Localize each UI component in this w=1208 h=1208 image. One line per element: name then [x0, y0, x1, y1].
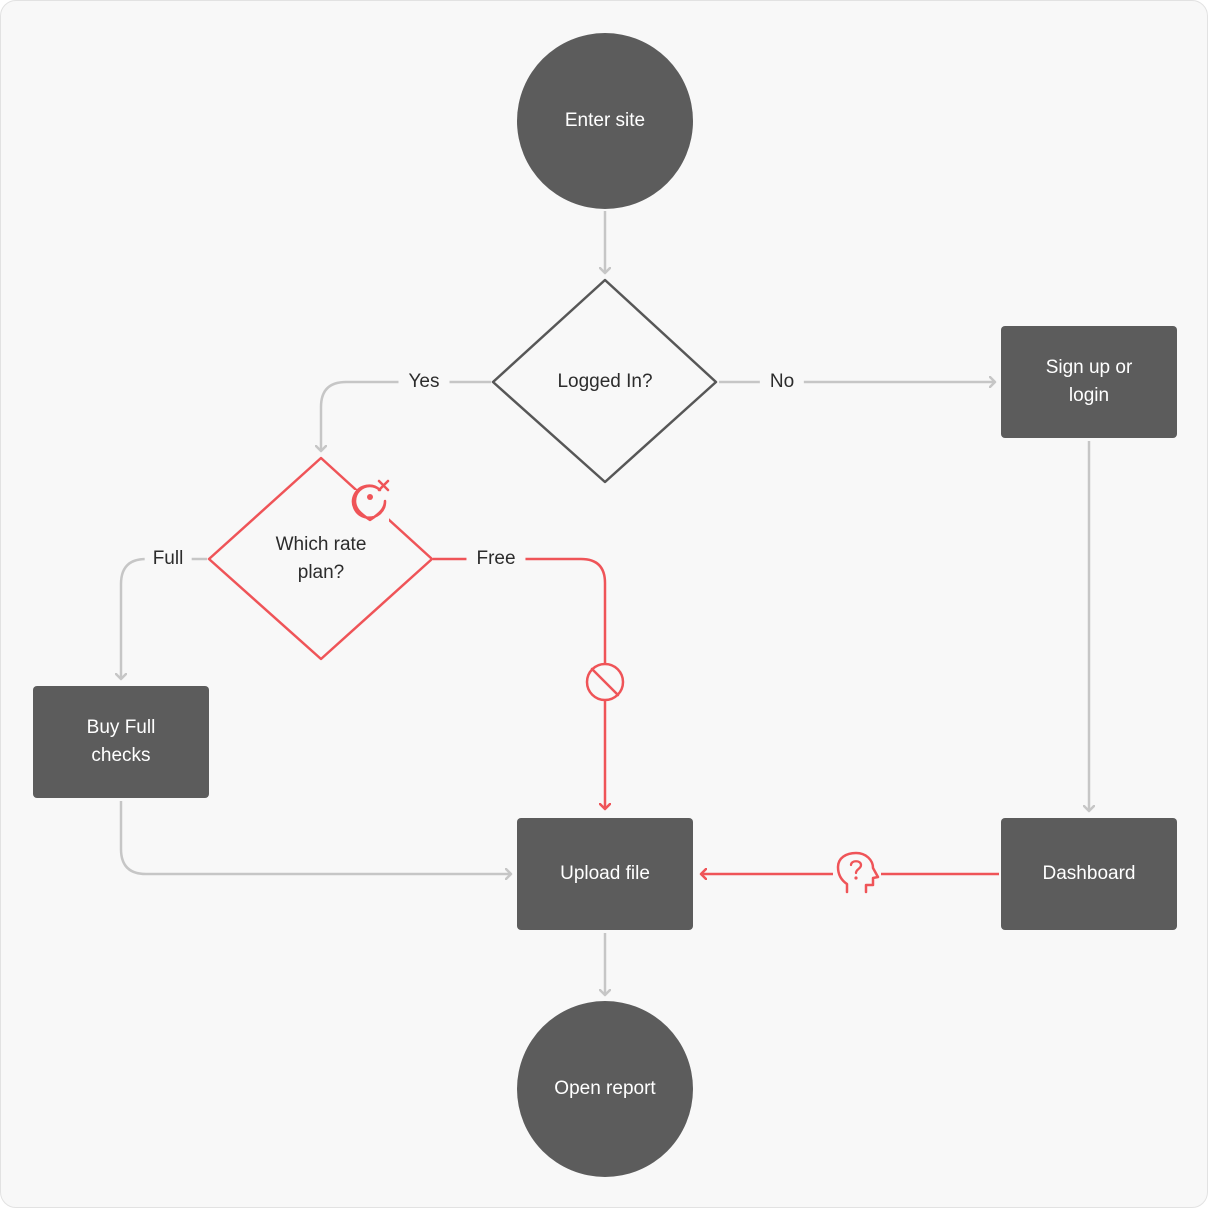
- prohibited-icon: [585, 662, 625, 702]
- edge-rate-full: [121, 557, 207, 679]
- upload-file-label: Upload file: [560, 863, 650, 884]
- open-report-label: Open report: [554, 1078, 656, 1099]
- edge-logged-in-yes: [321, 380, 491, 451]
- edge-label-no: No: [759, 370, 805, 394]
- edge-label-free: Free: [466, 547, 526, 571]
- enter-site-label: Enter site: [564, 110, 646, 131]
- dashboard-node: Dashboard: [1001, 818, 1177, 930]
- rate-plan-label: Which rate plan?: [275, 534, 367, 583]
- dashboard-label: Dashboard: [1042, 863, 1136, 884]
- logged-in-diamond: [491, 278, 718, 484]
- location-x-icon: [351, 479, 390, 522]
- edge-label-yes: Yes: [398, 370, 450, 394]
- edge-buyfull-to-upload: [119, 801, 511, 874]
- sign-up-label: Sign up or login: [1045, 357, 1133, 406]
- enter-site-node: Enter site: [517, 33, 693, 209]
- buy-full-label: Buy Full checks: [86, 717, 156, 766]
- head-question-icon: [833, 851, 881, 895]
- upload-file-node: Upload file: [517, 818, 693, 930]
- buy-full-node: Buy Full checks: [33, 686, 209, 798]
- edge-rate-free: [433, 557, 605, 809]
- open-report-node: Open report: [517, 1001, 693, 1177]
- sign-up-node: Sign up or login: [1001, 326, 1177, 438]
- edge-label-full: Full: [144, 547, 192, 571]
- rate-plan-diamond: [207, 456, 434, 661]
- logged-in-label: Logged In?: [557, 371, 653, 392]
